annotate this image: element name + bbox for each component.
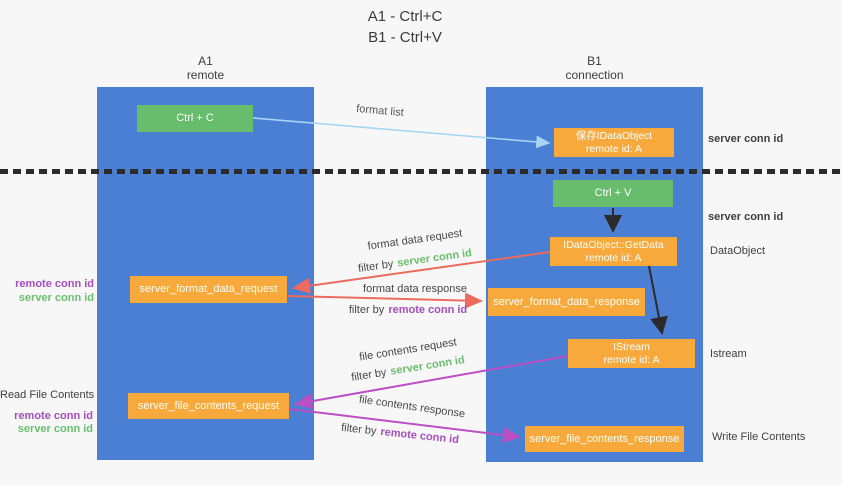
label-format-data-response: format data response bbox=[363, 283, 467, 295]
remote-conn-id-text: remote conn id bbox=[15, 278, 94, 290]
node-ctrl-c: Ctrl + C bbox=[137, 105, 253, 132]
label-format-list: format list bbox=[355, 102, 405, 120]
column-b1-role: connection bbox=[565, 68, 624, 82]
server-format-data-request-label: server_format_data_request bbox=[139, 283, 278, 295]
ctrl-v-label: Ctrl + V bbox=[594, 187, 632, 199]
label-read-file-contents-block: Read File Contents remote conn id server… bbox=[0, 389, 95, 437]
server-conn-id-text: server conn id bbox=[396, 247, 473, 270]
server-file-contents-response-label: server_file_contents_response bbox=[529, 432, 680, 445]
title-line-2: B1 - Ctrl+V bbox=[368, 29, 442, 46]
title-line-1: A1 - Ctrl+C bbox=[367, 8, 443, 25]
node-ctrl-v: Ctrl + V bbox=[553, 180, 673, 207]
ctrl-c-label: Ctrl + C bbox=[176, 112, 214, 124]
remote-conn-id-text: remote conn id bbox=[388, 304, 468, 316]
column-header-a1: A1 remote bbox=[97, 54, 314, 82]
column-a1-name: A1 bbox=[198, 54, 213, 68]
filter-by-text: filter by bbox=[348, 304, 385, 316]
node-idataobject-getdata: IDataObject::GetData remote id: A bbox=[550, 237, 677, 266]
server-conn-id-text: server conn id bbox=[17, 423, 93, 435]
istream-line2: remote id: A bbox=[603, 353, 660, 366]
column-a1-role: remote bbox=[186, 68, 225, 82]
label-server-conn-id-right-2: server conn id bbox=[708, 211, 784, 223]
remote-conn-id-text: remote conn id bbox=[379, 425, 460, 447]
column-b1-name: B1 bbox=[587, 54, 602, 68]
node-server-file-contents-response: server_file_contents_response bbox=[525, 426, 684, 452]
node-server-file-contents-request: server_file_contents_request bbox=[128, 393, 289, 419]
diagram-title: A1 - Ctrl+C B1 - Ctrl+V bbox=[200, 6, 610, 48]
label-write-file-contents: Write File Contents bbox=[712, 431, 806, 443]
server-conn-id-text: server conn id bbox=[18, 291, 94, 304]
filter-by-text: filter by bbox=[350, 366, 388, 384]
node-istream: IStream remote id: A bbox=[568, 339, 695, 368]
istream-line1: IStream bbox=[613, 340, 650, 353]
getdata-line1: IDataObject::GetData bbox=[563, 238, 664, 251]
node-server-format-data-request: server_format_data_request bbox=[130, 276, 287, 303]
server-file-contents-request-label: server_file_contents_request bbox=[137, 399, 280, 412]
getdata-line2: remote id: A bbox=[585, 251, 642, 264]
read-file-contents-text: Read File Contents bbox=[0, 389, 95, 401]
arrow-format-data-response bbox=[287, 292, 483, 309]
label-conn-ids-left-upper: remote conn id server conn id bbox=[0, 278, 94, 305]
label-file-contents-response: file contents response bbox=[358, 393, 466, 421]
column-header-b1: B1 connection bbox=[486, 54, 703, 82]
filter-by-text: filter by bbox=[357, 258, 395, 275]
label-dataobject: DataObject bbox=[710, 245, 766, 257]
remote-conn-id-text: remote conn id bbox=[14, 409, 93, 422]
server-format-data-response-label: server_format_data_response bbox=[493, 295, 640, 308]
label-server-conn-id-right-1: server conn id bbox=[708, 133, 784, 145]
filter-by-text: filter by bbox=[340, 421, 378, 438]
server-conn-id-text: server conn id bbox=[389, 354, 466, 378]
save-idataobject-line1: 保存IDataObject bbox=[575, 129, 653, 142]
node-save-idataobject: 保存IDataObject remote id: A bbox=[554, 128, 674, 157]
node-server-format-data-response: server_format_data_response bbox=[488, 288, 645, 316]
separator-dotted-line bbox=[0, 169, 842, 174]
save-idataobject-line2: remote id: A bbox=[585, 142, 643, 155]
label-istream: Istream bbox=[710, 348, 747, 360]
